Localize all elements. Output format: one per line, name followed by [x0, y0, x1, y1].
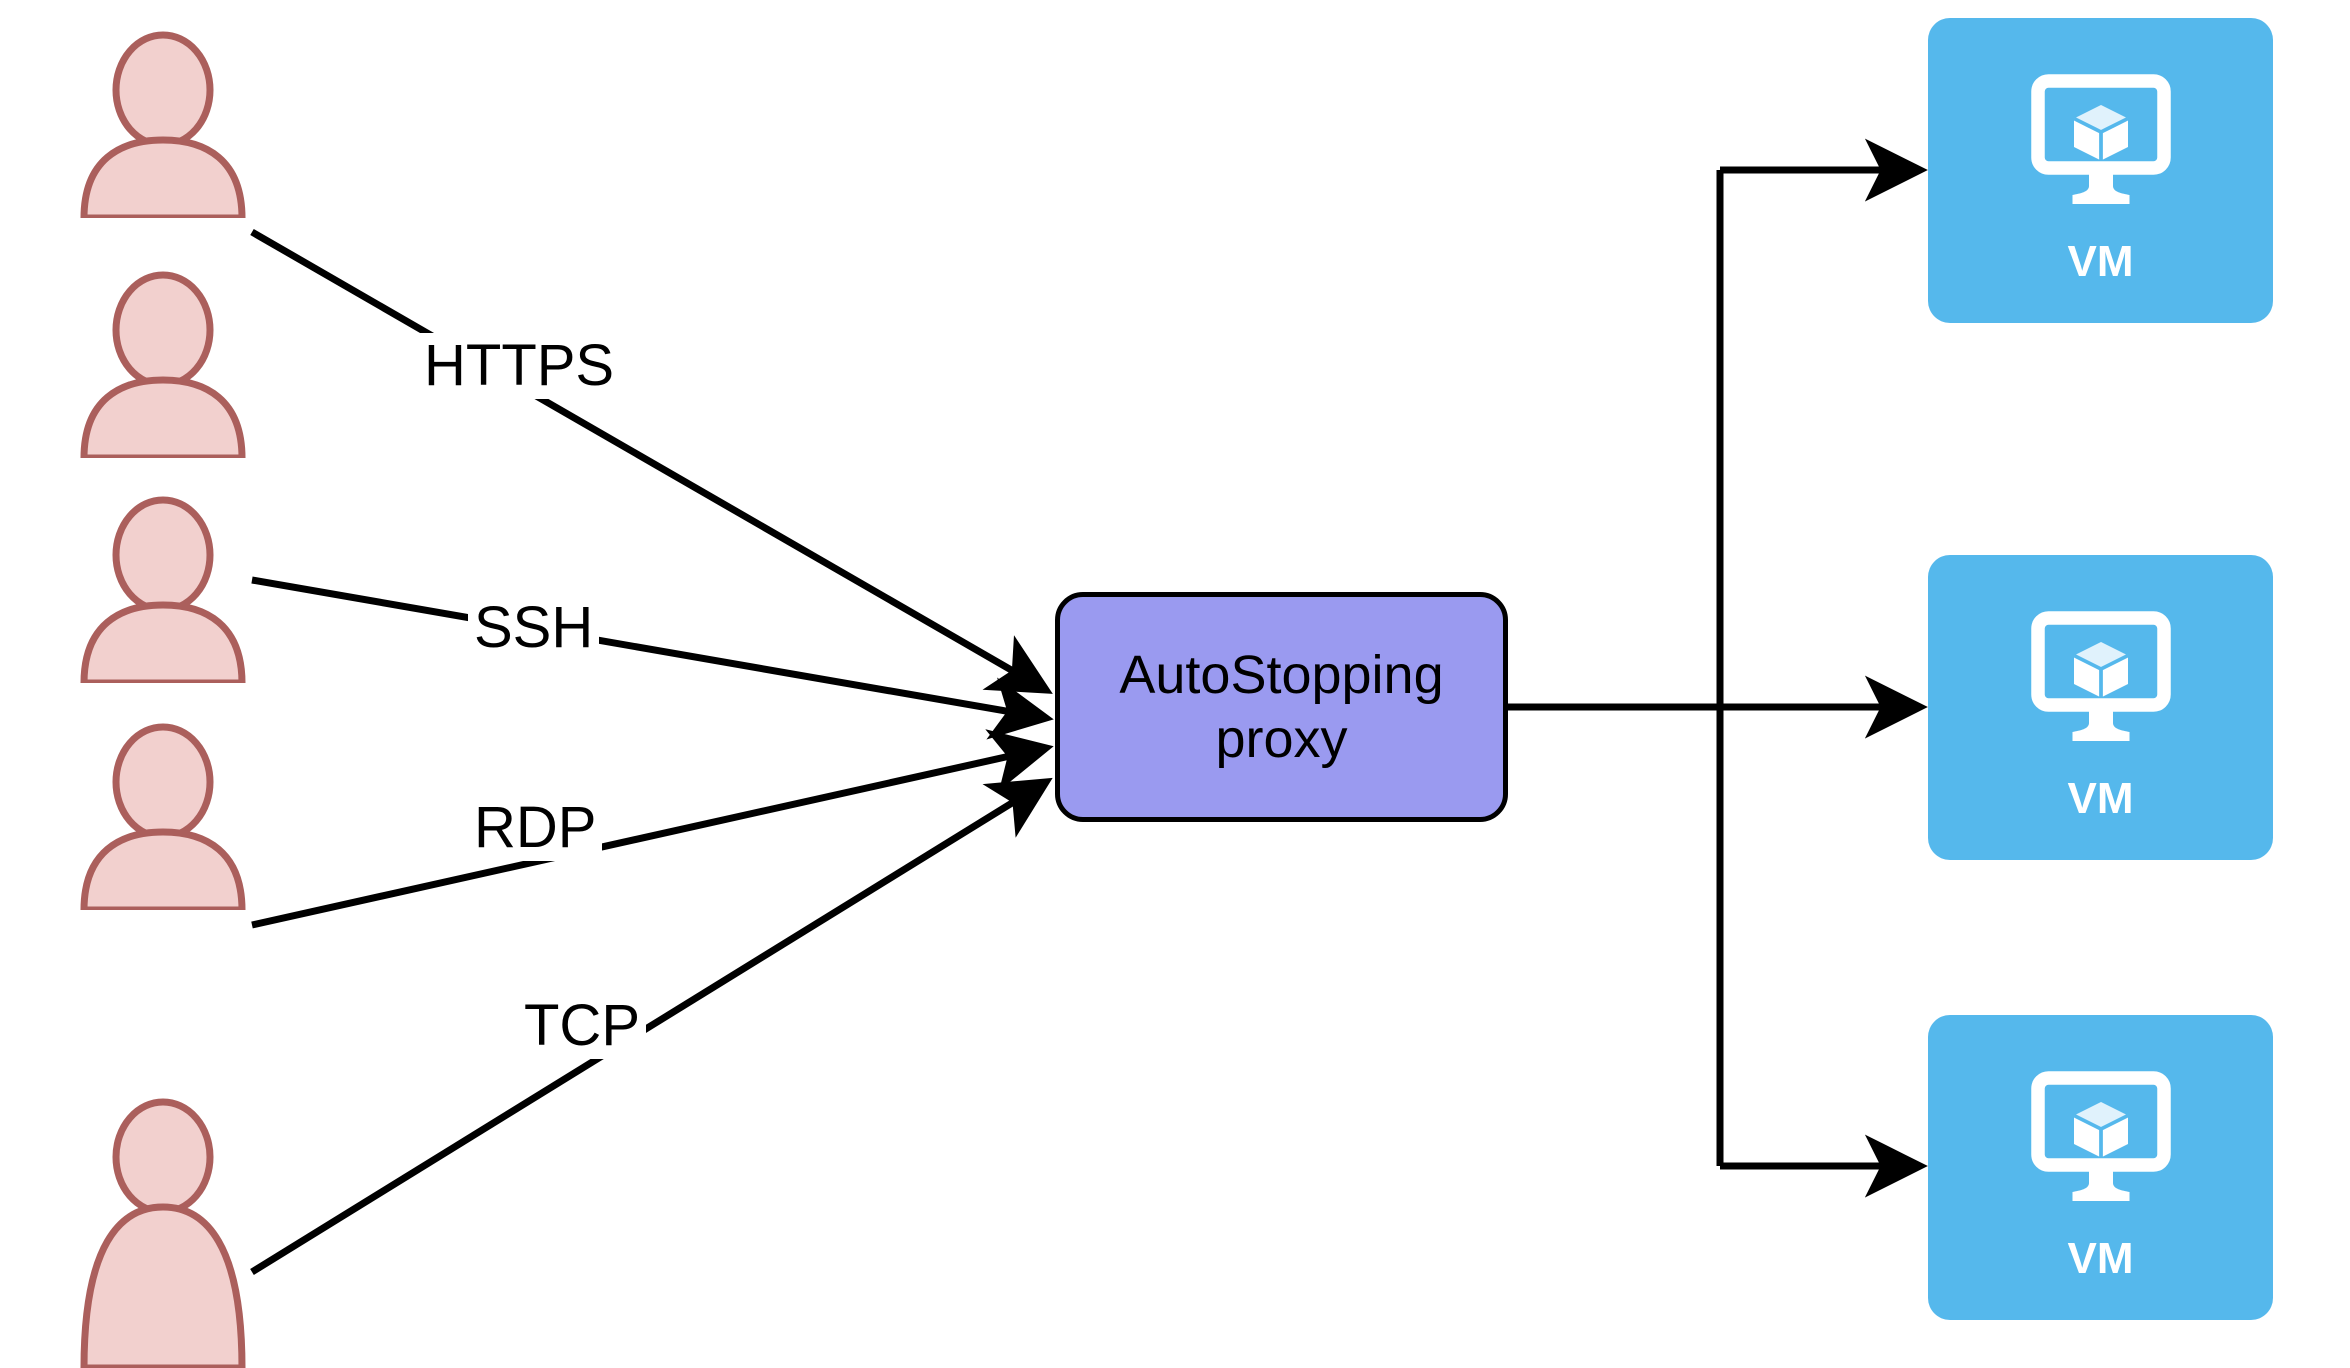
vm-monitor-cube-icon: [2030, 1071, 2171, 1201]
edge-label-ssh: SSH: [468, 595, 600, 661]
person-icon: [80, 271, 246, 462]
user-actor-4[interactable]: [78, 720, 248, 914]
person-icon: [80, 723, 246, 914]
edge-ssh-line: [251, 576, 1054, 740]
proxy-label-line1: AutoStopping: [1119, 645, 1444, 705]
proxy-label-line2: proxy: [1215, 709, 1348, 769]
edge-https-line: [250, 228, 1053, 694]
person-icon: [80, 1098, 246, 1368]
vm-label: VM: [2067, 237, 2134, 286]
vm-node-3[interactable]: VM: [1928, 1015, 2273, 1320]
vm-monitor-cube-icon: [2030, 74, 2171, 204]
edge-label-https: HTTPS: [418, 333, 621, 399]
edge-rdp-line: [251, 729, 1054, 929]
person-icon: [80, 496, 246, 687]
edge-label-tcp: TCP: [518, 993, 646, 1059]
user-actor-2[interactable]: [78, 268, 248, 462]
vm-label: VM: [2067, 1234, 2134, 1283]
proxy-label: AutoStopping proxy: [1119, 643, 1443, 771]
autostopping-proxy-node[interactable]: AutoStopping proxy: [1055, 592, 1508, 822]
vm-monitor-cube-icon: [2030, 611, 2171, 741]
edge-tcp-line: [250, 777, 1053, 1275]
user-actor-4-body[interactable]: [78, 1095, 248, 1368]
vm-label: VM: [2067, 774, 2134, 823]
vm-node-1[interactable]: VM: [1928, 18, 2273, 323]
user-actor-1[interactable]: [78, 28, 248, 222]
edge-label-rdp: RDP: [468, 795, 603, 861]
vm-node-2[interactable]: VM: [1928, 555, 2273, 860]
user-actor-3[interactable]: [78, 493, 248, 687]
person-icon: [80, 31, 246, 222]
